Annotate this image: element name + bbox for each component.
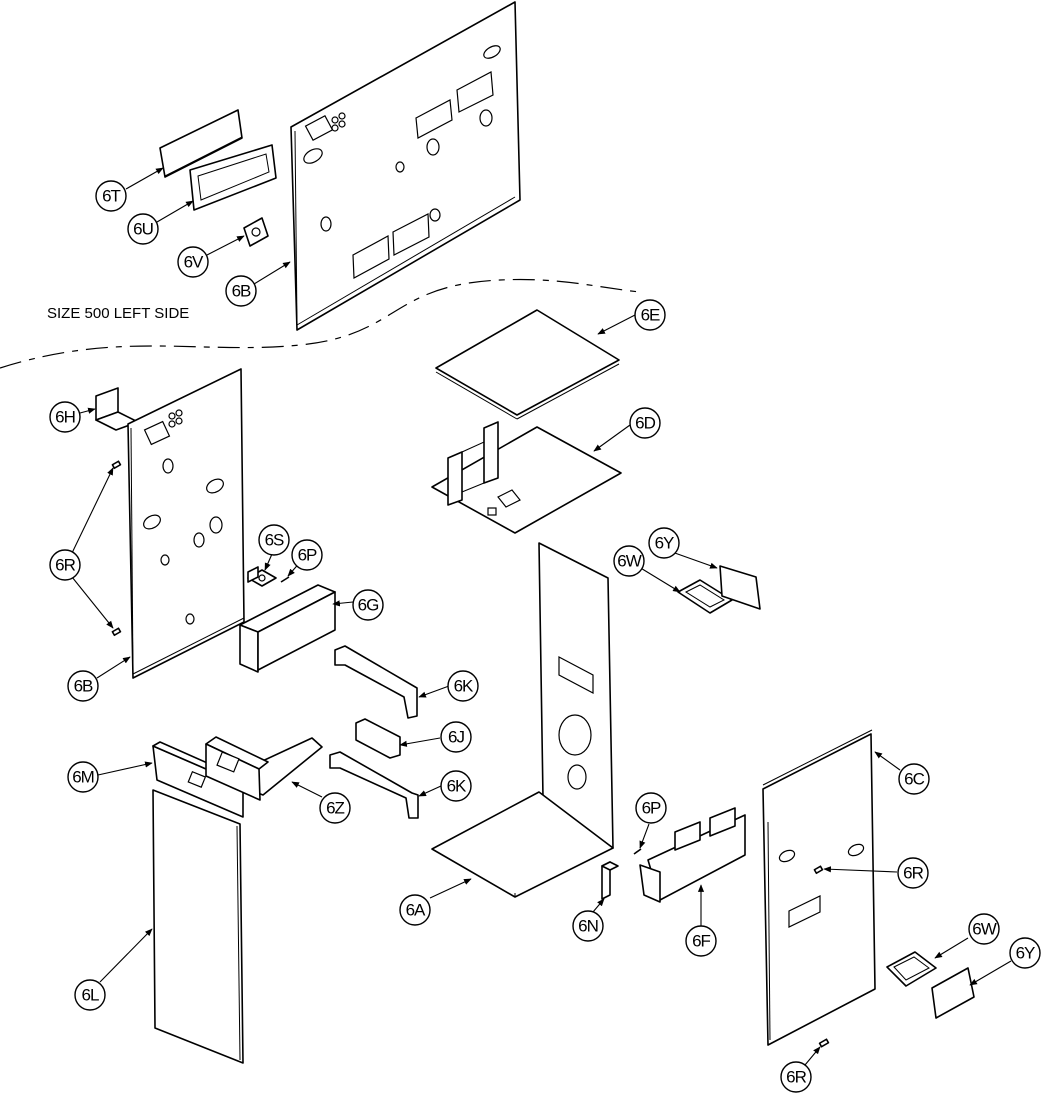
part-6N-bracket (601, 861, 619, 900)
part-6B-side-panel-left (127, 368, 245, 679)
callout-6A: 6A (399, 894, 431, 926)
callout-6F: 6F (685, 925, 717, 957)
callout-6K-lower: 6K (440, 770, 472, 802)
part-6V-bracket (243, 217, 269, 247)
callout-6G: 6G (352, 589, 384, 621)
part-6R-clip-left-upper (111, 460, 122, 470)
callout-6Y-bottom: 6Y (1009, 937, 1041, 969)
part-6G-rail (239, 584, 336, 673)
svg-text:6W: 6W (617, 552, 641, 571)
svg-text:6S: 6S (265, 531, 284, 550)
callout-6Y: 6Y (648, 527, 680, 559)
callout-6P-right: 6P (635, 792, 667, 824)
callout-6S: 6S (258, 524, 290, 556)
callout-6Z: 6Z (319, 792, 351, 824)
part-6K-channel-upper (334, 645, 418, 719)
svg-text:6K: 6K (447, 777, 467, 796)
svg-text:6C: 6C (904, 770, 924, 789)
callout-6V: 6V (177, 246, 209, 278)
part-6Y-label-top (719, 565, 761, 610)
part-6Z-control-shelf (205, 736, 323, 801)
part-6K-channel-lower (329, 751, 419, 819)
svg-text:6K: 6K (454, 677, 474, 696)
part-6S-bracket (247, 566, 277, 587)
callout-6J: 6J (440, 721, 472, 753)
part-6B-side-panel-top (290, 1, 521, 331)
svg-text:6Y: 6Y (655, 534, 674, 553)
callout-6R-bottom: 6R (780, 1061, 812, 1093)
svg-text:6W: 6W (972, 920, 996, 939)
part-6R-clip-bottom (818, 1038, 830, 1048)
part-6U-gasket-frame (189, 144, 277, 211)
svg-text:6T: 6T (102, 187, 120, 206)
svg-text:6R: 6R (55, 556, 75, 575)
svg-text:6L: 6L (82, 986, 99, 1005)
callout-6M: 6M (67, 761, 99, 793)
callout-6E: 6E (634, 299, 666, 331)
callout-6T: 6T (95, 180, 127, 212)
callout-6B: 6B (225, 275, 257, 307)
part-6C-right-panel (762, 729, 876, 1046)
callout-6P: 6P (291, 539, 323, 571)
size-note: SIZE 500 LEFT SIDE (47, 305, 189, 322)
callout-6C: 6C (898, 763, 930, 795)
part-6E-top-panel (435, 309, 620, 420)
section-divider (0, 278, 641, 369)
leader-lines (71, 167, 1012, 1066)
callout-6K: 6K (447, 670, 479, 702)
svg-text:6J: 6J (448, 728, 464, 747)
callout-6B-left: 6B (67, 670, 99, 702)
svg-text:6D: 6D (635, 414, 655, 433)
callout-6W: 6W (613, 545, 645, 577)
part-6P-pin-right (633, 848, 642, 855)
svg-text:6M: 6M (72, 768, 94, 787)
part-6D-base-tray (431, 421, 622, 534)
part-6W-gasket-bottom (886, 951, 937, 987)
svg-text:6Y: 6Y (1016, 944, 1035, 963)
svg-text:6F: 6F (692, 932, 710, 951)
part-6R-clip-left-lower (111, 627, 122, 637)
callout-6D: 6D (629, 407, 661, 439)
part-6F-frame-rail (639, 807, 746, 903)
callout-6U: 6U (127, 213, 159, 245)
svg-text:6N: 6N (578, 917, 598, 936)
callout-6R-right: 6R (897, 857, 929, 889)
svg-text:6E: 6E (641, 306, 660, 325)
svg-text:6G: 6G (358, 596, 379, 615)
svg-text:6U: 6U (133, 220, 153, 239)
callout-6R: 6R (49, 549, 81, 581)
svg-text:6R: 6R (903, 864, 923, 883)
part-6P-pin-left (280, 576, 290, 583)
callout-6W-bottom: 6W (968, 913, 1000, 945)
callout-6N: 6N (572, 910, 604, 942)
callout-6H: 6H (49, 401, 81, 433)
callout-6L: 6L (74, 979, 106, 1011)
part-6A-back-chassis (431, 542, 614, 898)
svg-text:6A: 6A (406, 901, 426, 920)
svg-text:6R: 6R (786, 1068, 806, 1087)
svg-text:6B: 6B (74, 677, 93, 696)
svg-text:6V: 6V (184, 253, 204, 272)
part-6J-bracket (355, 718, 401, 759)
svg-text:6B: 6B (232, 282, 251, 301)
part-6L-door-panel (152, 789, 244, 1064)
part-6Y-label-bottom (931, 967, 975, 1019)
svg-text:6Z: 6Z (326, 799, 344, 818)
part-6T-cover-plate (159, 109, 243, 178)
svg-text:6P: 6P (298, 546, 317, 565)
svg-text:6H: 6H (55, 408, 75, 427)
svg-text:6P: 6P (642, 799, 661, 818)
